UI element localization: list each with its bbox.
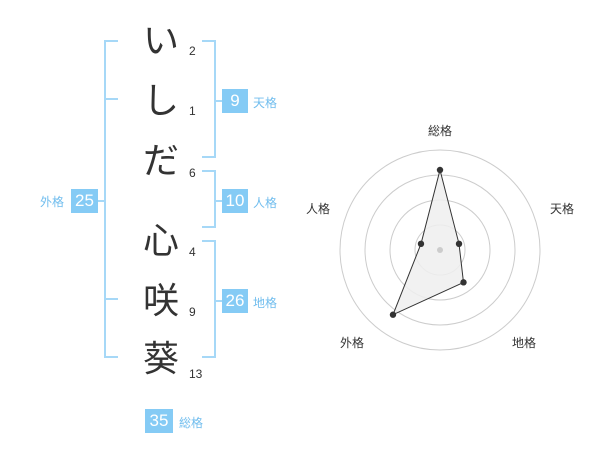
gaikaku-value: 25 [71,189,98,213]
bracket-line [202,40,216,42]
radar-axis-label-tenkaku: 天格 [550,201,574,216]
name-char-6: 葵 [142,339,179,380]
radar-point-3 [460,279,467,286]
radar-ring [339,149,541,351]
bracket-line [202,226,216,228]
bracket-line [216,300,222,302]
name-char-5: 咲 [142,281,179,322]
bracket-line [104,356,118,358]
stroke-count-1: 2 [189,44,196,58]
stroke-count-3: 6 [189,166,196,180]
stroke-count-6: 13 [189,367,203,381]
gaikaku-label: 外格 [40,195,65,209]
stroke-count-4: 4 [189,245,196,259]
bracket-line [104,40,106,358]
bracket-line [214,170,216,228]
radar-point-4 [389,311,397,318]
radar-series-area [392,169,465,316]
radar-axis-label-chikaku: 地格 [512,335,536,350]
radar-point-5 [417,240,425,248]
bracket-line [214,240,216,358]
name-char-3: だ [142,141,179,182]
stroke-count-2: 1 [189,104,196,118]
bracket-line [202,356,216,358]
radar-axis-label-gaikaku: 外格 [340,335,364,350]
radar-axis-label-soukaku: 総格 [428,123,452,138]
chikaku-label: 地格 [253,296,278,310]
bracket-line [202,156,216,158]
radar-center [437,247,443,253]
jinkaku-value: 10 [222,189,248,213]
stroke-count-5: 9 [189,305,196,319]
radar-point-1 [436,166,444,174]
bracket-line [104,298,118,300]
bracket-line [214,40,216,158]
bracket-line [104,40,118,42]
jinkaku-label: 人格 [253,196,278,210]
chikaku-value: 26 [222,289,248,313]
tenkaku-label: 天格 [253,96,278,110]
radar-axis-label-jinkaku: 人格 [306,201,330,216]
soukaku-label: 総格 [179,416,204,430]
soukaku-value: 35 [145,409,173,433]
bracket-line [216,100,222,102]
bracket-line [104,98,118,100]
radar-points [389,166,467,318]
bracket-line [216,200,222,202]
name-char-2: し [142,81,179,122]
bracket-line [202,240,216,242]
tenkaku-value: 9 [222,89,248,113]
radar-point-2 [455,240,463,248]
name-char-1: い [142,21,179,62]
name-char-4: 心 [142,221,179,262]
bracket-line [96,200,104,202]
bracket-line [202,170,216,172]
